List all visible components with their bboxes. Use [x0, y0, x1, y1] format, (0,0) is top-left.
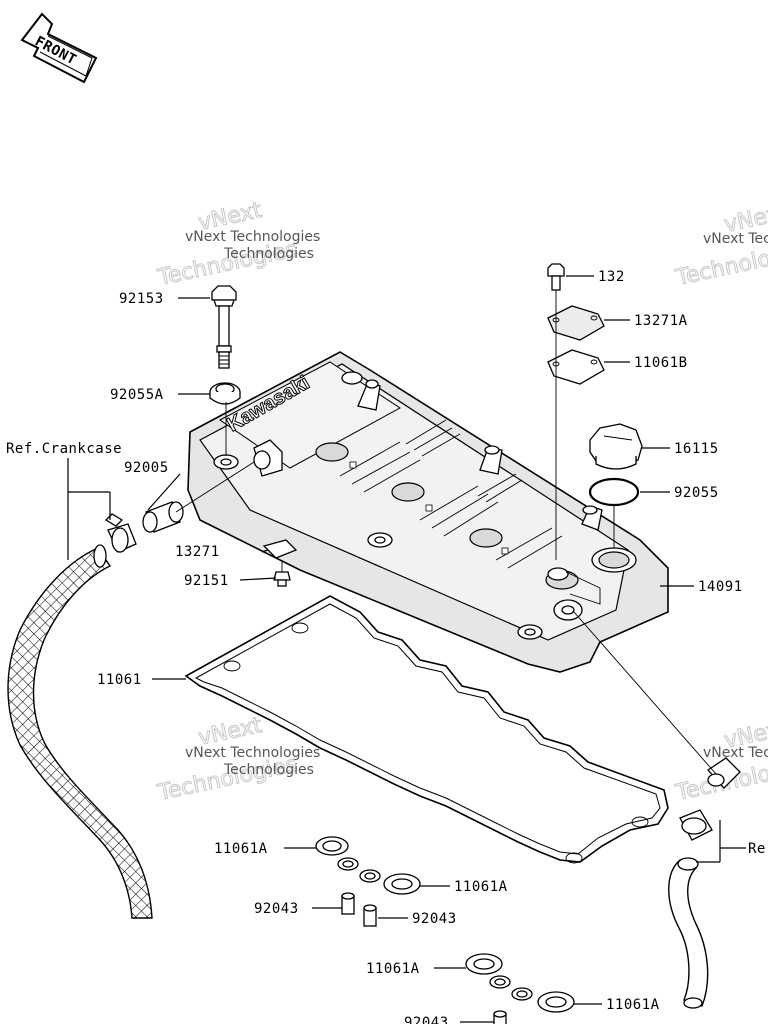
watermark-top-right: vNext vNext Technologies Technologies — [673, 199, 768, 291]
valve-cover-14091: Kawasaki — [187, 351, 669, 673]
label-11061A: 11061A — [454, 879, 508, 895]
label-11061A: 11061A — [366, 961, 420, 977]
front-arrow-icon: FRONT — [20, 12, 98, 84]
label-11061B: 11061B — [634, 355, 688, 371]
part-labels: Ref.Crankcase Re 92153 92055A 92005 1327… — [6, 269, 766, 1024]
washer-92055A — [209, 382, 241, 405]
o-ring-92055 — [588, 477, 640, 507]
label-ref-crankcase: Ref.Crankcase — [6, 441, 122, 457]
bolt-132 — [547, 263, 565, 291]
grommet-small-2 — [359, 869, 381, 883]
watermark-text: Technologies — [223, 246, 314, 262]
label-14091: 14091 — [698, 579, 743, 595]
collar-92043-2 — [363, 904, 377, 927]
label-13271A: 13271A — [634, 313, 688, 329]
oil-cap-16115 — [589, 423, 643, 470]
label-132: 132 — [598, 269, 625, 285]
breather-hose-right — [668, 857, 709, 1009]
grommet-11061A-1 — [315, 836, 349, 856]
collar-92043-1 — [341, 892, 355, 915]
bolt-92153 — [211, 285, 237, 369]
plate-13271A — [547, 305, 605, 341]
watermark-top-left: vNext vNext Technologies Technologies Te… — [155, 197, 321, 291]
label-92005: 92005 — [124, 460, 169, 476]
collar-92043-3 — [493, 1010, 507, 1024]
bolt-92151 — [273, 571, 291, 587]
grommet-11061A-3 — [465, 953, 503, 975]
label-92043: 92043 — [404, 1015, 449, 1024]
grommet-small-3 — [489, 975, 511, 989]
watermark-mid-left: vNext vNext Technologies Technologies Te… — [155, 712, 321, 806]
gasket-11061 — [184, 595, 669, 864]
hose-clamp-right — [679, 809, 713, 841]
watermark-text: vNext Technologies — [185, 745, 320, 761]
hose-clamp-left — [104, 513, 137, 553]
bracket-13271 — [262, 539, 298, 559]
watermark-text: Technologies — [223, 762, 314, 778]
label-13271: 13271 — [175, 544, 220, 560]
label-92055: 92055 — [674, 485, 719, 501]
fitting-right — [707, 757, 741, 789]
label-92153: 92153 — [119, 291, 164, 307]
label-92055A: 92055A — [110, 387, 164, 403]
fitting-92005 — [142, 501, 184, 533]
watermark-text: vNext Technologies — [703, 745, 768, 761]
label-11061A: 11061A — [214, 841, 268, 857]
grommet-small-1 — [337, 857, 359, 871]
leader-lines — [67, 275, 746, 1023]
grommet-11061A-4 — [537, 991, 575, 1013]
grommet-small-4 — [511, 987, 533, 1001]
watermark-text: vNext Technologies — [703, 231, 768, 247]
label-92043: 92043 — [254, 901, 299, 917]
gasket-11061B — [547, 349, 605, 385]
label-16115: 16115 — [674, 441, 719, 457]
label-92043: 92043 — [412, 911, 457, 927]
watermark-text: vNext Technologies — [185, 229, 320, 245]
label-11061: 11061 — [97, 672, 142, 688]
label-11061A: 11061A — [606, 997, 660, 1013]
breather-hose-left — [7, 544, 153, 919]
grommet-11061A-2 — [383, 873, 421, 895]
label-92151: 92151 — [184, 573, 229, 589]
label-ref-right: Re — [748, 841, 766, 857]
